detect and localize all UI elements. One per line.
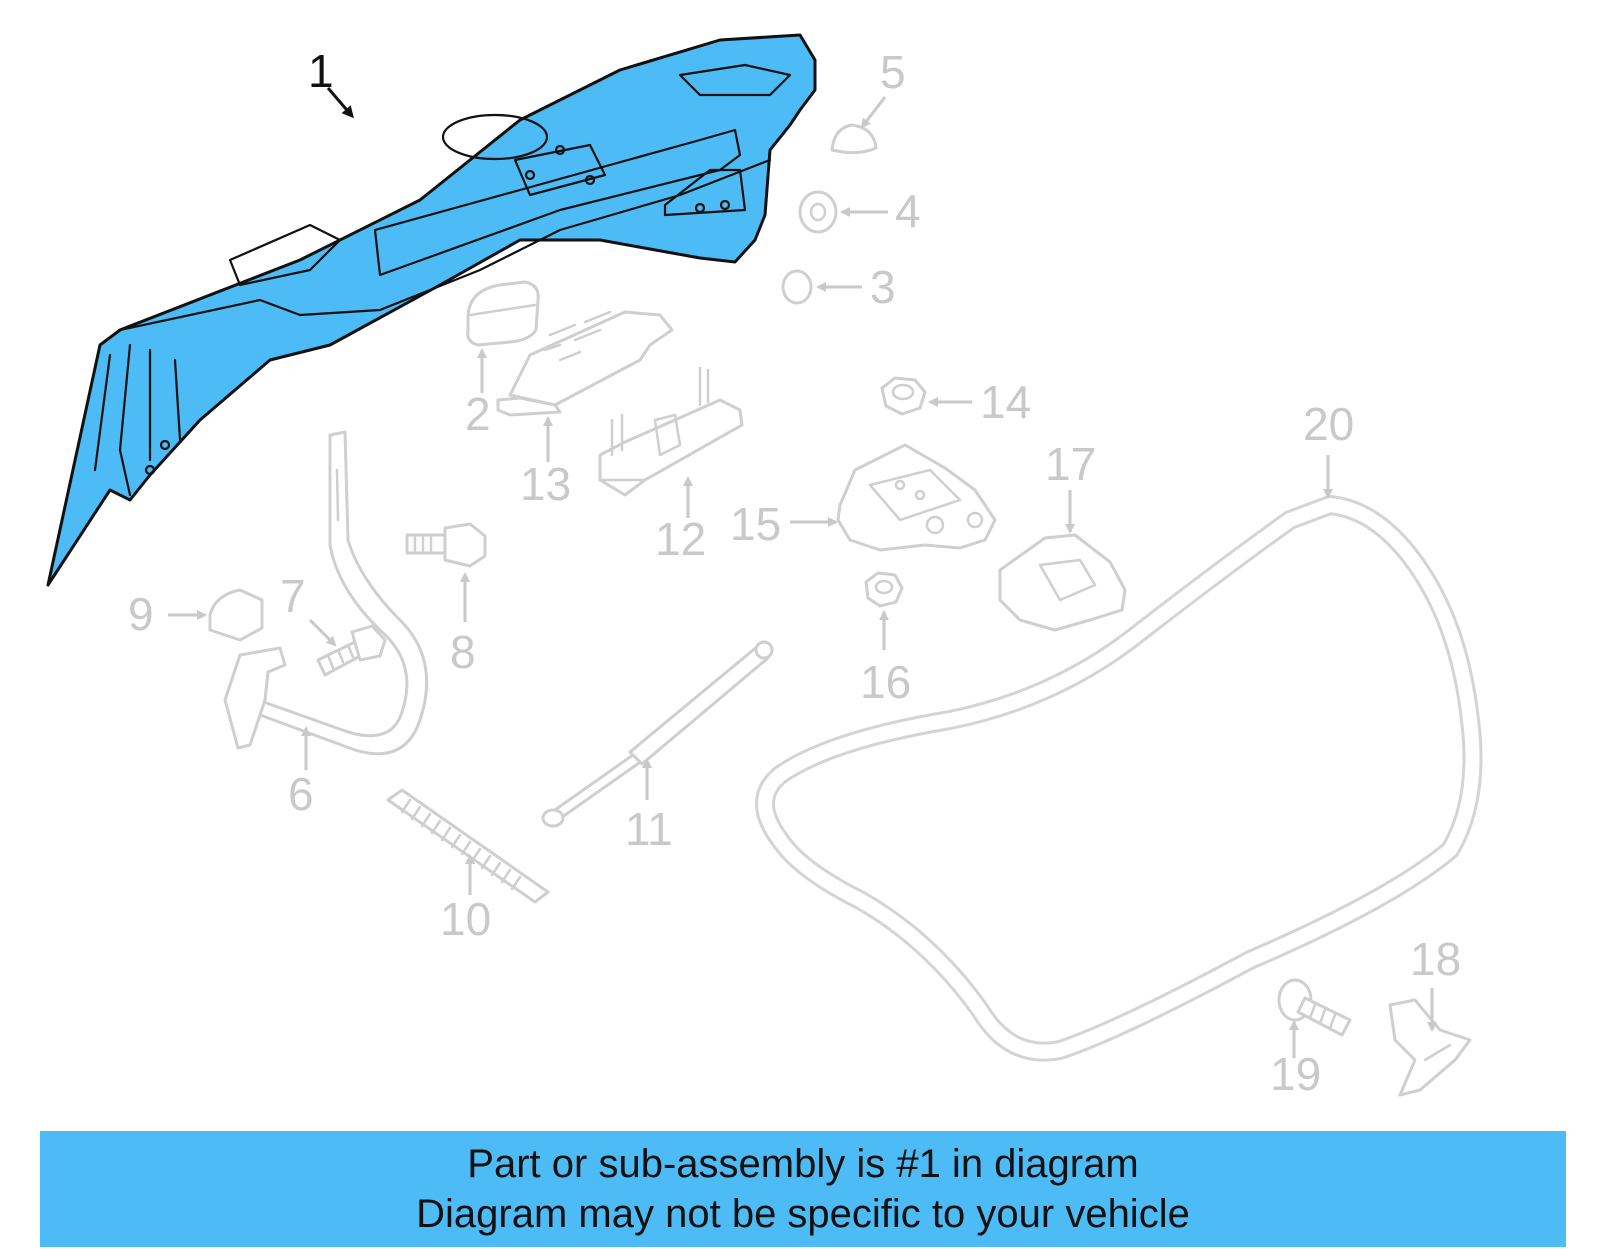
svg-text:19: 19 [1270, 1048, 1321, 1100]
svg-text:18: 18 [1410, 933, 1461, 985]
lamp-part-12[interactable] [598, 366, 744, 497]
pad-part-2[interactable] [466, 280, 540, 347]
callout-7: 7 [280, 570, 337, 647]
svg-text:15: 15 [730, 498, 781, 550]
callout-11: 11 [625, 758, 673, 855]
callout-18: 18 [1410, 933, 1461, 1032]
weatherstrip-part-20[interactable] [755, 495, 1483, 1062]
callout-16: 16 [860, 610, 911, 708]
svg-text:16: 16 [860, 656, 911, 708]
svg-text:9: 9 [128, 588, 154, 640]
callout-5: 5 [860, 46, 906, 129]
lamp-housing-part-13[interactable] [496, 310, 674, 417]
callout-4: 4 [840, 185, 921, 237]
callout-6: 6 [288, 726, 314, 820]
banner-line-1: Part or sub-assembly is #1 in diagram [467, 1142, 1139, 1186]
svg-text:20: 20 [1303, 398, 1354, 450]
svg-text:7: 7 [280, 570, 306, 622]
callout-19: 19 [1270, 1020, 1321, 1100]
push-pin-part-19[interactable] [1277, 978, 1352, 1037]
grommet-part-4[interactable] [798, 190, 838, 234]
svg-text:4: 4 [895, 185, 921, 237]
o-ring-part-3[interactable] [781, 269, 813, 305]
svg-text:13: 13 [520, 458, 571, 510]
bumper-part-9[interactable] [208, 588, 264, 642]
gas-strut-part-11[interactable] [541, 640, 774, 828]
callout-17: 17 [1045, 438, 1096, 534]
svg-text:12: 12 [655, 513, 706, 565]
svg-text:2: 2 [465, 388, 491, 440]
svg-text:14: 14 [980, 376, 1031, 428]
svg-text:10: 10 [440, 893, 491, 945]
svg-text:5: 5 [880, 46, 906, 98]
parts-diagram: 1 5 4 3 2 13 [46, 33, 1483, 1100]
svg-text:11: 11 [625, 803, 673, 855]
spring-part-10[interactable] [386, 788, 550, 904]
callout-15: 15 [730, 498, 838, 550]
svg-text:6: 6 [288, 768, 314, 820]
callout-12: 12 [655, 476, 706, 565]
cap-part-5[interactable] [830, 123, 878, 155]
nut-part-16[interactable] [864, 571, 904, 608]
bolt-part-8[interactable] [405, 522, 487, 568]
nut-part-14[interactable] [880, 376, 927, 416]
callout-8: 8 [450, 572, 476, 678]
bolt-part-7[interactable] [316, 624, 387, 677]
callout-14: 14 [928, 376, 1031, 428]
info-banner: Part or sub-assembly is #1 in diagram Di… [40, 1131, 1566, 1247]
svg-text:17: 17 [1045, 438, 1096, 490]
callout-3: 3 [816, 261, 896, 313]
callout-10: 10 [440, 854, 491, 945]
svg-text:8: 8 [450, 626, 476, 678]
clip-part-18[interactable] [1388, 998, 1472, 1097]
callout-20: 20 [1303, 398, 1354, 499]
hinge-part-6[interactable] [223, 430, 429, 756]
banner-line-2: Diagram may not be specific to your vehi… [416, 1192, 1190, 1236]
callout-2: 2 [465, 348, 491, 440]
callout-9: 9 [128, 588, 207, 640]
latch-part-15[interactable] [836, 443, 997, 552]
trunk-lid-part-1[interactable] [46, 33, 817, 587]
striker-cover-part-17[interactable] [998, 533, 1127, 632]
svg-text:3: 3 [870, 261, 896, 313]
callout-1: 1 [308, 45, 354, 119]
callout-13: 13 [520, 416, 571, 510]
